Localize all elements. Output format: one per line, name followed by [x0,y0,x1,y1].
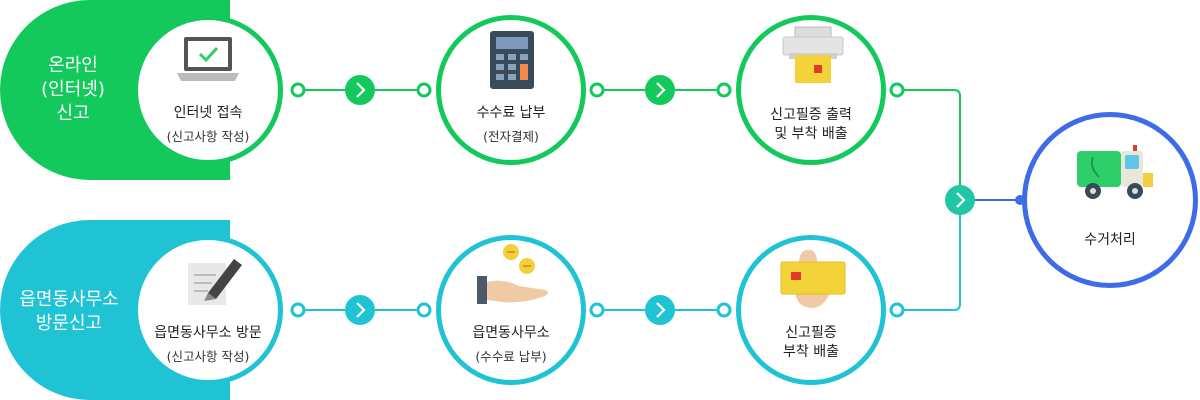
hand-card-icon [780,249,846,308]
step-title: 수거처리 [1084,232,1136,248]
pen-paper-icon [188,259,242,305]
step-title: 인터넷 접속 [173,105,243,121]
step-title: 읍면동사무소 [472,325,550,341]
step-title: 수수료 납부 [476,105,546,121]
connector-offline-3 [897,212,961,311]
arrow-icon [945,185,975,215]
connector-dots [290,82,1025,318]
step-office-visit: 읍면동사무소 방문 (신고사항 작성) [133,235,283,385]
truck-icon [1077,145,1153,199]
connector-online-3 [897,89,961,188]
step-attach-discharge: 신고필증 부착 배출 [736,235,886,385]
arrow-icon [645,75,675,105]
step-subtitle: (수수료 납부) [475,349,547,364]
lane-offline-label: 읍면동사무소 방문신고 [19,289,119,334]
step-title: 읍면동사무소 방문 [154,325,262,341]
step-subtitle: (신고사항 작성) [166,129,250,144]
printer-icon [782,26,844,83]
arrow-icon [345,295,375,325]
arrow-icon [345,75,375,105]
hand-coins-icon [477,244,548,304]
step-title: 신고필증 출력 및 부착 배출 [770,107,852,142]
step-office-fee: 읍면동사무소 (수수료 납부) [436,235,586,385]
step-subtitle: (신고사항 작성) [166,349,250,364]
laptop-check-icon [177,37,239,81]
lane-online-label: 온라인 (인터넷) 신고 [41,55,105,124]
arrow-icon [645,295,675,325]
step-collection: 수거처리 [1022,112,1198,288]
step-fee-payment: 수수료 납부 (전자결제) [436,15,586,165]
step-title: 신고필증 부착 배출 [783,325,839,360]
calculator-icon [490,31,534,89]
step-subtitle: (전자결제) [483,129,539,144]
step-print-attach: 신고필증 출력 및 부착 배출 [736,15,886,165]
step-online-access: 인터넷 접속 (신고사항 작성) [133,15,283,165]
